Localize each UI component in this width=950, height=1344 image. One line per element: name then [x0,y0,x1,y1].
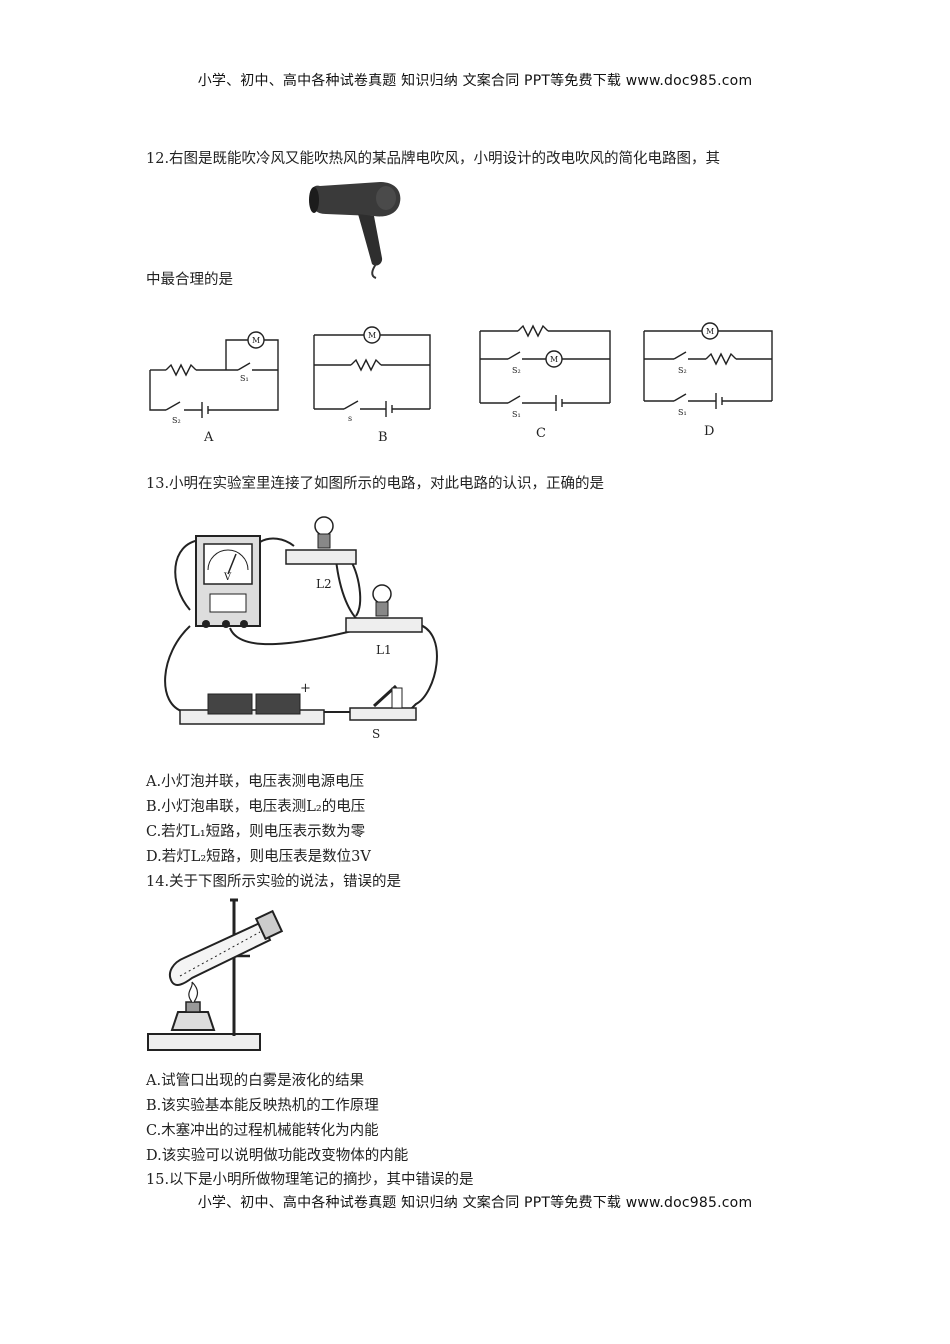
svg-text:S₂: S₂ [172,416,181,425]
svg-text:s: s [348,414,352,423]
q14-option-a: A.试管口出现的白雾是液化的结果 [146,1073,365,1089]
q12-stem-line2: 中最合理的是 [146,272,233,288]
svg-text:M: M [550,355,558,364]
svg-text:M: M [252,336,260,345]
circuit-d [643,322,773,409]
hair-dryer-image [306,178,406,284]
svg-text:+: + [300,681,311,696]
q14-option-b: B.该实验基本能反映热机的工作原理 [146,1098,379,1114]
q14-test-tube-figure [144,896,304,1060]
svg-text:S₁: S₁ [678,408,687,417]
svg-text:M: M [368,331,376,340]
bulb-l1: L1 [345,584,423,657]
q13-option-d: D.若灯L₂短路，则电压表是数位3V [146,849,371,865]
svg-text:S₁: S₁ [512,410,521,419]
q13-circuit-figure: V L2 L1 + [160,514,450,748]
q13-option-b: B.小灯泡串联，电压表测L₂的电压 [146,799,366,815]
svg-text:V: V [223,572,232,583]
q14-stem: 14.关于下图所示实验的说法，错误的是 [146,874,402,890]
q13-stem: 13.小明在实验室里连接了如图所示的电路，对此电路的认识，正确的是 [146,476,605,492]
diagram-label-b: B [378,430,388,445]
switch-s: S [349,684,417,741]
q14-option-d: D.该实验可以说明做功能改变物体的内能 [146,1148,409,1164]
bulb-l2: L2 [285,516,357,591]
svg-text:M: M [706,327,714,336]
q12-stem-line1: 12.右图是既能吹冷风又能吹热风的某品牌电吹风，小明设计的改电吹风的简化电路图，… [146,151,721,167]
svg-text:S₁: S₁ [240,374,249,383]
svg-text:L1: L1 [376,643,392,657]
svg-text:S: S [372,727,380,741]
circuit-b [313,326,431,417]
page-footer: 小学、初中、高中各种试卷真题 知识归纳 文案合同 PPT等免费下载 www.do… [197,1195,753,1211]
circuit-a [149,331,279,418]
q15-stem: 15.以下是小明所做物理笔记的摘抄，其中错误的是 [146,1172,474,1188]
q13-option-c: C.若灯L₁短路，则电压表示数为零 [146,824,366,840]
diagram-label-d: D [704,424,714,439]
page-header: 小学、初中、高中各种试卷真题 知识归纳 文案合同 PPT等免费下载 www.do… [197,73,753,89]
voltmeter: V [195,535,261,628]
diagram-label-c: C [536,426,546,441]
q12-circuit-diagrams: M M M M S₁ S₂ s S₂ S₁ S₂ S₁ A B C D [146,315,786,454]
battery: + [179,681,325,725]
svg-text:S₂: S₂ [512,366,521,375]
svg-text:S₂: S₂ [678,366,687,375]
svg-text:L2: L2 [316,577,332,591]
diagram-label-a: A [203,430,214,445]
q13-option-a: A.小灯泡并联，电压表测电源电压 [146,774,365,790]
circuit-c [479,324,611,411]
q14-option-c: C.木塞冲出的过程机械能转化为内能 [146,1123,379,1139]
